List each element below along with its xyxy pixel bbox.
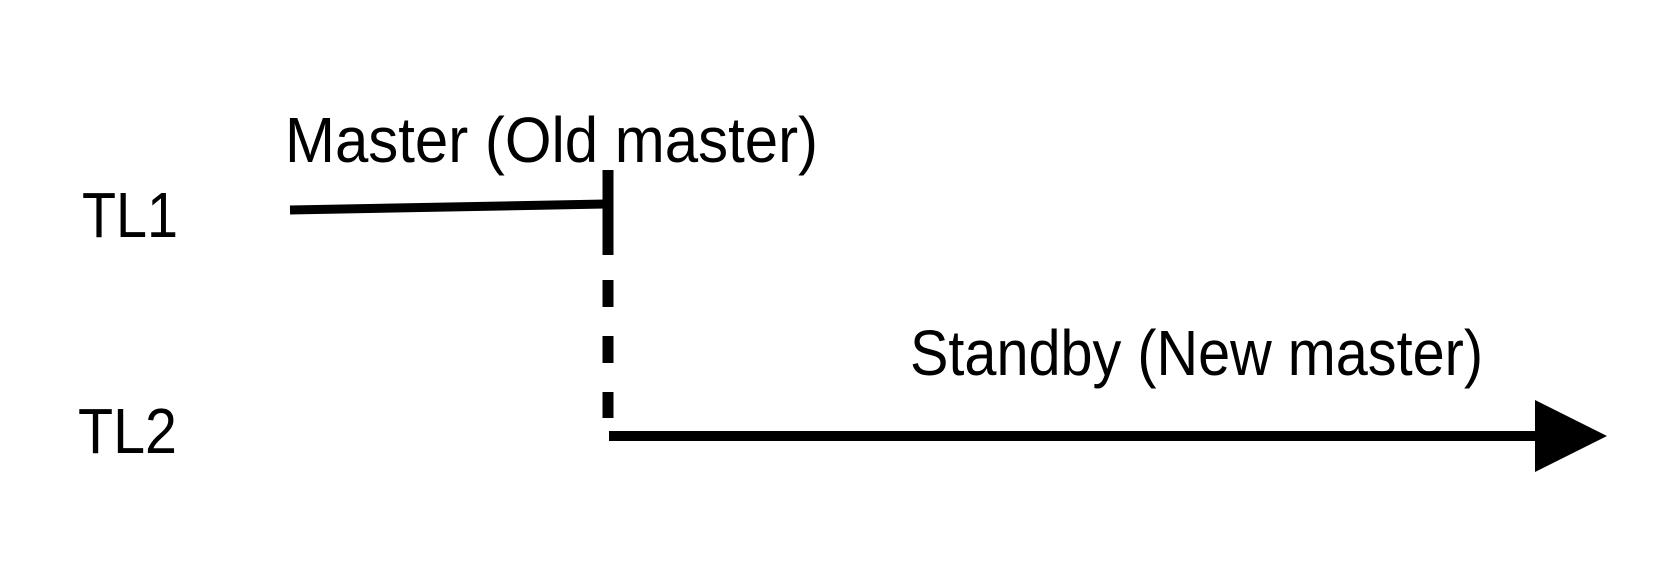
tl2-annotation-standby-new-master: Standby (New master) xyxy=(910,317,1483,389)
tl1-annotation-master-old-master: Master (Old master) xyxy=(285,104,818,176)
tl1-timeline-line xyxy=(289,199,606,215)
tl1-label: TL1 xyxy=(82,179,178,251)
tl2-label: TL2 xyxy=(78,395,177,467)
arrowhead-icon xyxy=(1535,400,1607,472)
